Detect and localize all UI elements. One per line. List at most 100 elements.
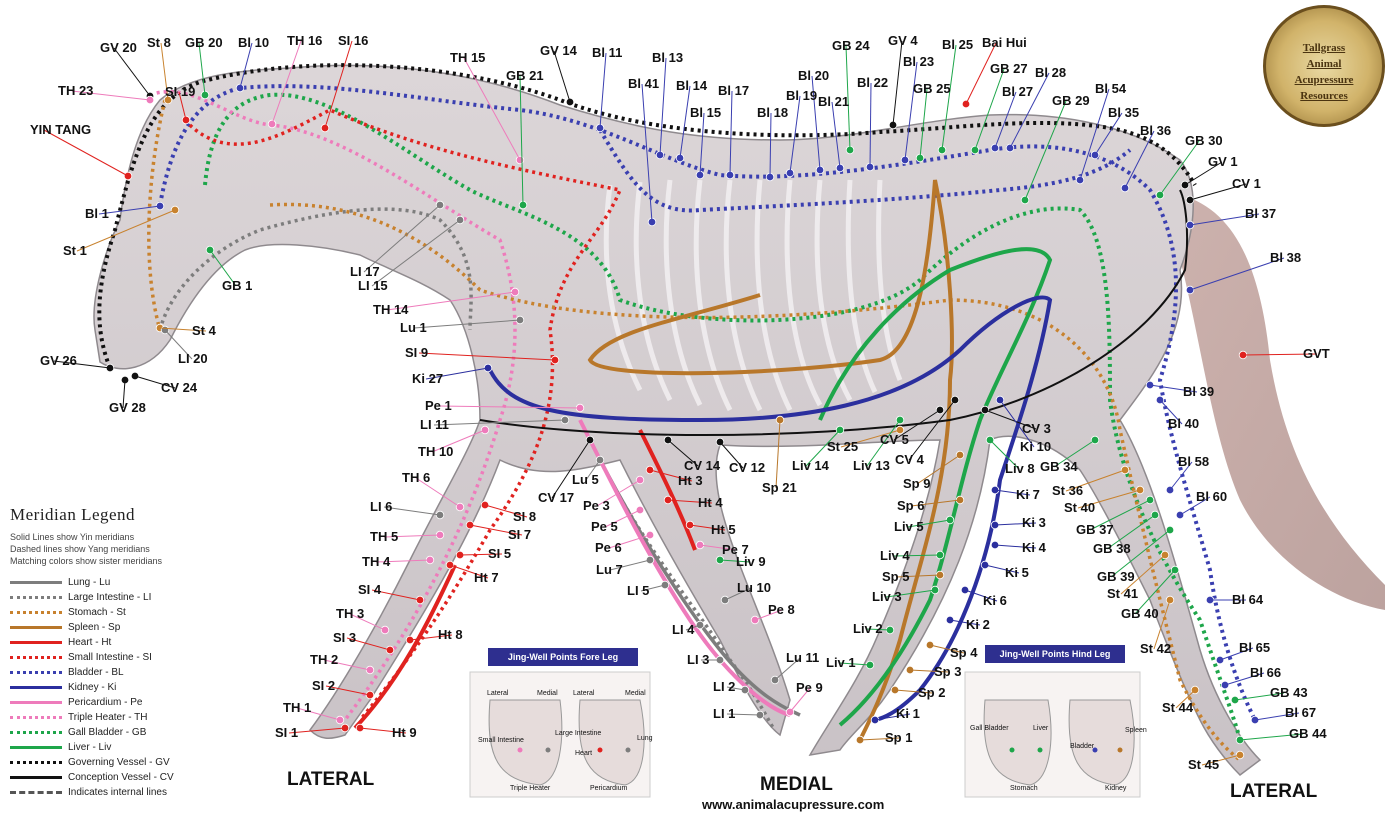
legend-label: Gall Bladder - GB (68, 727, 146, 738)
label-gb27: GB 27 (990, 61, 1028, 76)
label-pe6: Pe 6 (595, 540, 622, 555)
jing-hind-label: Kidney (1105, 785, 1127, 792)
label-gb1: GB 1 (222, 278, 252, 293)
label-yintang: YIN TANG (30, 122, 91, 137)
view-title-lateral-left: LATERAL (287, 769, 375, 790)
jing-well-fore-title: Jing-Well Points Fore Leg (488, 648, 638, 666)
label-st8: St 8 (147, 35, 171, 50)
label-lu7: Lu 7 (596, 562, 623, 577)
label-bl36: Bl 36 (1140, 123, 1171, 138)
label-th15: TH 15 (450, 50, 485, 65)
label-sp9: Sp 9 (903, 476, 930, 491)
logo-line: Animal (1266, 58, 1382, 70)
label-gb44: GB 44 (1289, 726, 1327, 741)
label-gv20: GV 20 (100, 40, 137, 55)
label-th3: TH 3 (336, 606, 364, 621)
legend-item: Kidney - Ki (10, 680, 225, 695)
label-si4: SI 4 (358, 582, 382, 597)
label-cv12: CV 12 (729, 460, 765, 475)
legend-swatch (10, 656, 62, 659)
label-st4: St 4 (192, 323, 217, 338)
label-bl60: Bl 60 (1196, 489, 1227, 504)
label-ki7: Ki 7 (1016, 487, 1040, 502)
label-ki4: Ki 4 (1022, 540, 1047, 555)
label-bl58: Bl 58 (1178, 454, 1209, 469)
view-title-medial: MEDIAL (760, 774, 833, 795)
label-gb25: GB 25 (913, 81, 951, 96)
label-bl10: Bl 10 (238, 35, 269, 50)
label-th1: TH 1 (283, 700, 311, 715)
legend-item: Indicates internal lines (10, 785, 225, 800)
label-li6: LI 6 (370, 499, 392, 514)
legend-notes: Solid Lines show Yin meridians Dashed li… (10, 531, 225, 567)
label-ki27: Ki 27 (412, 371, 443, 386)
label-ki1: Ki 1 (896, 706, 920, 721)
label-ki10: Ki 10 (1020, 439, 1051, 454)
label-cv1: CV 1 (1232, 176, 1261, 191)
label-gv26: GV 26 (40, 353, 77, 368)
legend-item: Governing Vessel - GV (10, 755, 225, 770)
label-lu5: Lu 5 (572, 472, 599, 487)
label-gb38: GB 38 (1093, 541, 1131, 556)
label-li3: LI 3 (687, 652, 709, 667)
label-th4: TH 4 (362, 554, 391, 569)
legend-label: Liver - Liv (68, 742, 111, 753)
legend-item: Pericardium - Pe (10, 695, 225, 710)
legend-swatch (10, 686, 62, 689)
label-ht5: Ht 5 (711, 522, 736, 537)
label-liv8: Liv 8 (1005, 461, 1035, 476)
legend-item: Heart - Ht (10, 635, 225, 650)
label-bl27: Bl 27 (1002, 84, 1033, 99)
view-title-lateral-right: LATERAL (1230, 781, 1318, 802)
legend-swatch (10, 776, 62, 779)
label-pe9: Pe 9 (796, 680, 823, 695)
jing-fore-label: Large Intestine (555, 730, 601, 737)
label-th10: TH 10 (418, 444, 453, 459)
label-gb21: GB 21 (506, 68, 544, 83)
label-bl66: Bl 66 (1250, 665, 1281, 680)
legend-item: Liver - Liv (10, 740, 225, 755)
legend-label: Indicates internal lines (68, 787, 167, 798)
label-liv13: Liv 13 (853, 458, 890, 473)
legend-swatch (10, 671, 62, 674)
legend-note: Matching colors show sister meridians (10, 555, 225, 567)
legend-item: Conception Vessel - CV (10, 770, 225, 785)
legend-item: Bladder - BL (10, 665, 225, 680)
leader-gv20 (114, 48, 150, 96)
label-bl20: Bl 20 (798, 68, 829, 83)
jing-hind-label: Gall Bladder (970, 725, 1009, 732)
legend-swatch (10, 791, 62, 794)
jing-fore-label: Lateral (573, 690, 595, 697)
legend-item: Small Intestine - SI (10, 650, 225, 665)
label-liv4: Liv 4 (880, 548, 910, 563)
label-si8: SI 8 (513, 509, 536, 524)
label-ki6: Ki 6 (983, 593, 1007, 608)
label-ht4: Ht 4 (698, 495, 723, 510)
label-bl13: Bl 13 (652, 50, 683, 65)
label-bl41: Bl 41 (628, 76, 659, 91)
jing-hind-label: Bladder (1070, 743, 1095, 750)
label-ki5: Ki 5 (1005, 565, 1029, 580)
label-gb24: GB 24 (832, 38, 870, 53)
legend-item: Gall Bladder - GB (10, 725, 225, 740)
legend-label: Governing Vessel - GV (68, 757, 170, 768)
label-gb39: GB 39 (1097, 569, 1135, 584)
label-bl15: Bl 15 (690, 105, 721, 120)
label-bl21: Bl 21 (818, 94, 849, 109)
label-sp21: Sp 21 (762, 480, 797, 495)
label-bl40: Bl 40 (1168, 416, 1199, 431)
label-sp6: Sp 6 (897, 498, 924, 513)
label-bl19: Bl 19 (786, 88, 817, 103)
label-gvt: GVT (1303, 346, 1330, 361)
label-li17: LI 17 (350, 264, 380, 279)
legend-label: Spleen - Sp (68, 622, 120, 633)
label-liv5: Liv 5 (894, 519, 924, 534)
label-th16: TH 16 (287, 33, 322, 48)
legend-label: Triple Heater - TH (68, 712, 147, 723)
label-sp3: Sp 3 (934, 664, 961, 679)
label-th6: TH 6 (402, 470, 430, 485)
label-bl22: Bl 22 (857, 75, 888, 90)
legend-item: Large Intestine - LI (10, 590, 225, 605)
label-bl17: Bl 17 (718, 83, 749, 98)
label-li5: LI 5 (627, 583, 649, 598)
